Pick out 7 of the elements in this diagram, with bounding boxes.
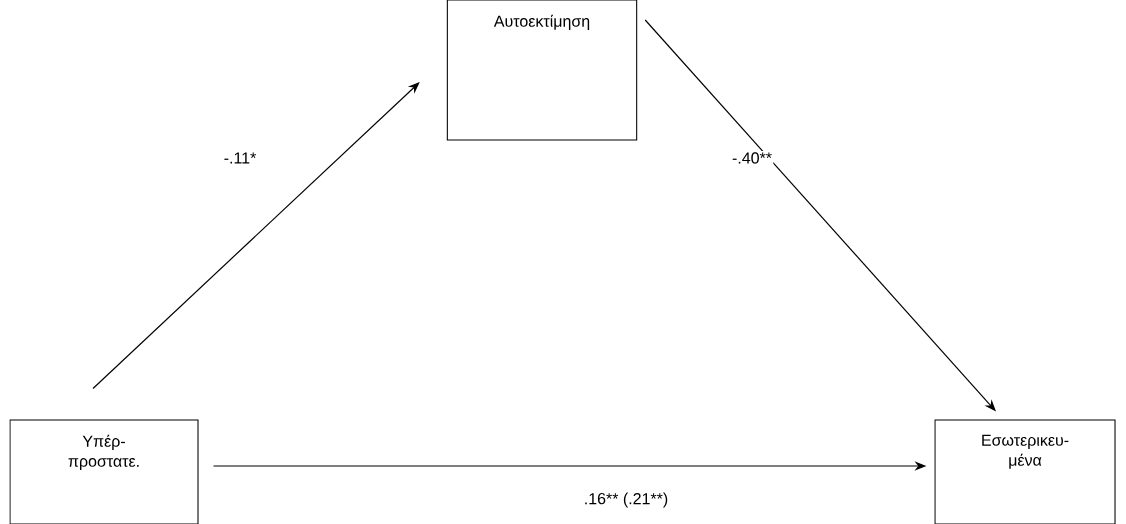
edge-label: .16** (.21**) [582,491,670,509]
arrow [92,82,420,390]
box: Υπέρ- προστατε. [9,419,199,524]
box: Εσωτερικευ- μένα [934,419,1116,524]
box: Αυτοεκτίμηση [446,0,638,141]
edge-label: -.11* [222,151,258,165]
edge-label: -.40** [730,151,774,165]
